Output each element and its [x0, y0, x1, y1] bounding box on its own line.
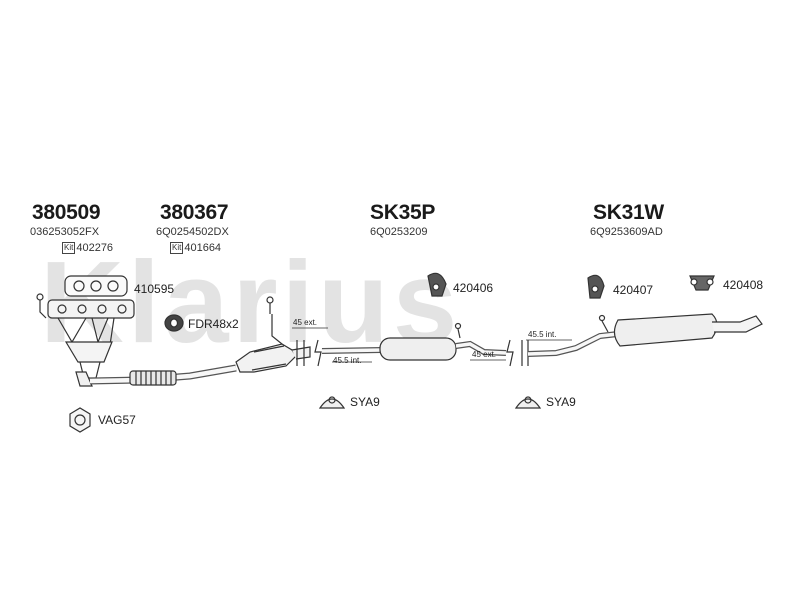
hanger-420406: [427, 272, 447, 297]
centre-silencer: [321, 322, 507, 361]
part-number-380367: 380367: [160, 201, 229, 224]
break-mark-2: [506, 339, 514, 367]
oem-number-6Q0253209: 6Q0253209: [370, 226, 428, 238]
kit-label: Kit: [170, 242, 184, 254]
exhaust-manifold: [36, 293, 135, 379]
dim-45-5-int-1: 45.5 int.: [333, 356, 362, 365]
pipe-joint-1: [296, 340, 305, 366]
part-number-380509: 380509: [32, 201, 101, 224]
kit-number: 401664: [184, 242, 222, 254]
oem-number-6Q0254502DX: 6Q0254502DX: [156, 226, 229, 238]
vag-gasket: [69, 407, 91, 433]
label-vag57: VAG57: [98, 413, 136, 427]
part-number-SK31W: SK31W: [593, 201, 664, 224]
manifold-gasket: [64, 275, 128, 297]
label-420408: 420408: [723, 278, 764, 292]
oem-number-036253052FX: 036253052FX: [30, 226, 100, 238]
clamp-sya9-1: [318, 396, 346, 409]
dim-45-ext-2: 45 ext.: [472, 350, 497, 359]
break-mark-1: [314, 339, 322, 367]
hanger-420408: [689, 275, 715, 291]
hanger-420407: [587, 274, 605, 299]
kit-label: Kit: [62, 242, 76, 254]
front-pipe: [75, 364, 237, 387]
label-420406: 420406: [453, 281, 494, 295]
label-fdr48x2: FDR48x2: [188, 317, 239, 331]
label-410595: 410595: [134, 282, 175, 296]
rear-silencer: [527, 313, 763, 357]
pipe-joint-2: [521, 340, 529, 366]
kit-number: 402276: [76, 242, 114, 254]
label-sya9-2: SYA9: [546, 395, 576, 409]
dim-45-5-int-2: 45.5 int.: [528, 330, 557, 339]
fdr-ring: [164, 314, 184, 332]
oem-number-6Q9253609AD: 6Q9253609AD: [590, 226, 663, 238]
clamp-sya9-2: [514, 396, 542, 409]
label-420407: 420407: [613, 283, 654, 297]
label-sya9-1: SYA9: [350, 395, 380, 409]
dim-45-ext-1: 45 ext.: [293, 318, 318, 327]
dimension-lines: [292, 327, 572, 363]
part-number-SK35P: SK35P: [370, 201, 436, 224]
catalytic-converter: [235, 296, 311, 373]
